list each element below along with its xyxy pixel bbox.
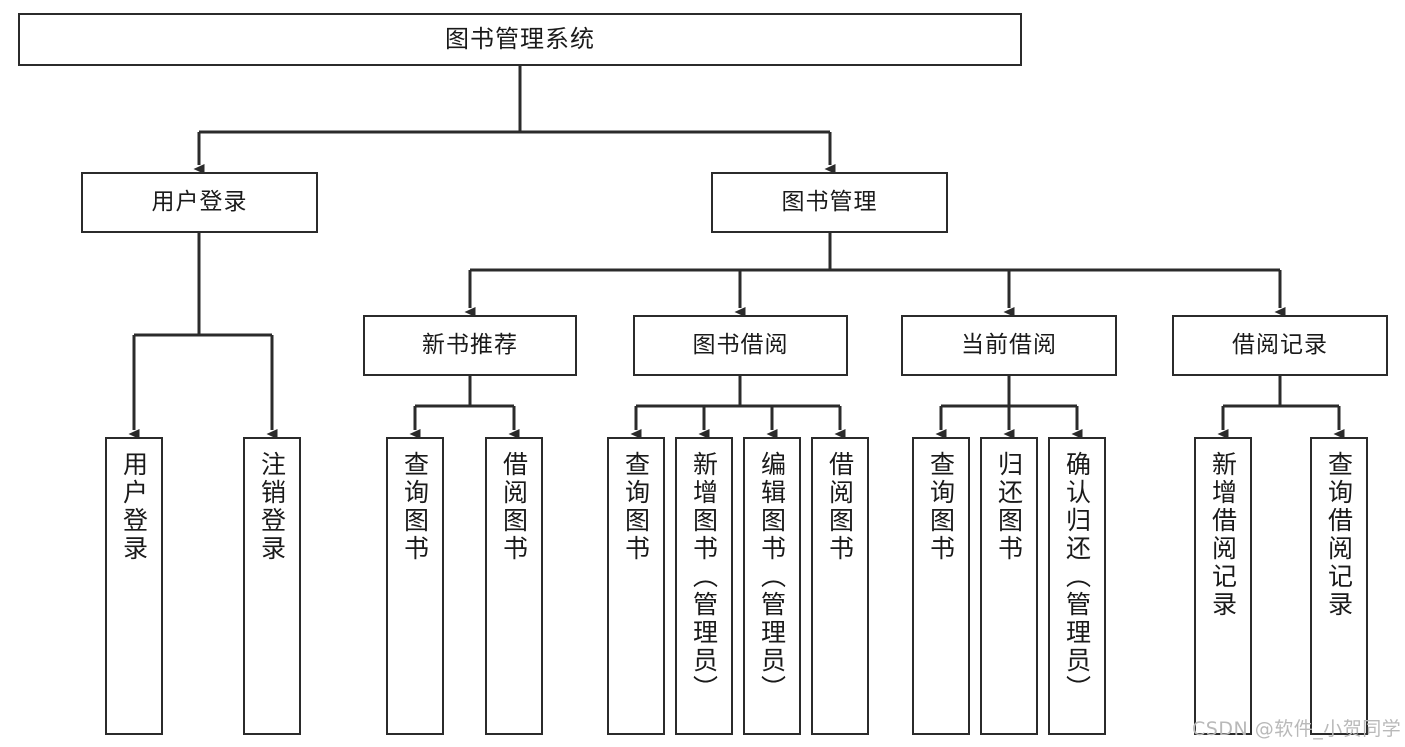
leaf-query-book-current[interactable]: 查询图书 xyxy=(912,437,970,735)
node-label: 查询图书 xyxy=(926,451,956,563)
node-label: 图书管理 xyxy=(781,188,878,215)
node-label: 图书借阅 xyxy=(692,331,789,358)
node-label: 查询借阅记录 xyxy=(1324,451,1354,619)
node-label: 编辑图书（管理员） xyxy=(757,451,787,703)
node-new-book-recommend[interactable]: 新书推荐 xyxy=(363,315,577,376)
leaf-confirm-return-admin[interactable]: 确认归还（管理员） xyxy=(1048,437,1106,735)
leaf-logout[interactable]: 注销登录 xyxy=(243,437,301,735)
leaf-add-book-admin[interactable]: 新增图书（管理员） xyxy=(675,437,733,735)
leaf-add-borrow-record[interactable]: 新增借阅记录 xyxy=(1194,437,1252,735)
leaf-user-login[interactable]: 用户登录 xyxy=(105,437,163,735)
node-label: 用户登录 xyxy=(119,451,149,563)
node-label: 归还图书 xyxy=(994,451,1024,563)
node-label: 图书管理系统 xyxy=(445,25,595,54)
node-user-login[interactable]: 用户登录 xyxy=(81,172,318,233)
node-label: 确认归还（管理员） xyxy=(1062,451,1092,703)
node-label: 注销登录 xyxy=(257,451,287,563)
leaf-query-book-recommend[interactable]: 查询图书 xyxy=(386,437,444,735)
node-label: 用户登录 xyxy=(151,188,248,215)
leaf-return-book[interactable]: 归还图书 xyxy=(980,437,1038,735)
node-book-management[interactable]: 图书管理 xyxy=(711,172,948,233)
node-label: 查询图书 xyxy=(621,451,651,563)
leaf-query-borrow-record[interactable]: 查询借阅记录 xyxy=(1310,437,1368,735)
csdn-watermark: CSDN @软件_小贺同学 xyxy=(1192,718,1402,740)
node-borrow-record[interactable]: 借阅记录 xyxy=(1172,315,1388,376)
leaf-query-book-borrow[interactable]: 查询图书 xyxy=(607,437,665,735)
node-label: 查询图书 xyxy=(400,451,430,563)
node-label: 新增图书（管理员） xyxy=(689,451,719,703)
leaf-borrow-book-recommend[interactable]: 借阅图书 xyxy=(485,437,543,735)
node-label: 借阅图书 xyxy=(499,451,529,563)
node-label: 借阅图书 xyxy=(825,451,855,563)
leaf-borrow-book[interactable]: 借阅图书 xyxy=(811,437,869,735)
node-root-system[interactable]: 图书管理系统 xyxy=(18,13,1022,66)
node-label: 借阅记录 xyxy=(1232,331,1328,358)
node-book-borrow[interactable]: 图书借阅 xyxy=(633,315,848,376)
leaf-edit-book-admin[interactable]: 编辑图书（管理员） xyxy=(743,437,801,735)
node-label: 新书推荐 xyxy=(422,331,518,358)
node-label: 新增借阅记录 xyxy=(1208,451,1238,619)
node-label: 当前借阅 xyxy=(961,331,1057,358)
node-current-borrow[interactable]: 当前借阅 xyxy=(901,315,1117,376)
